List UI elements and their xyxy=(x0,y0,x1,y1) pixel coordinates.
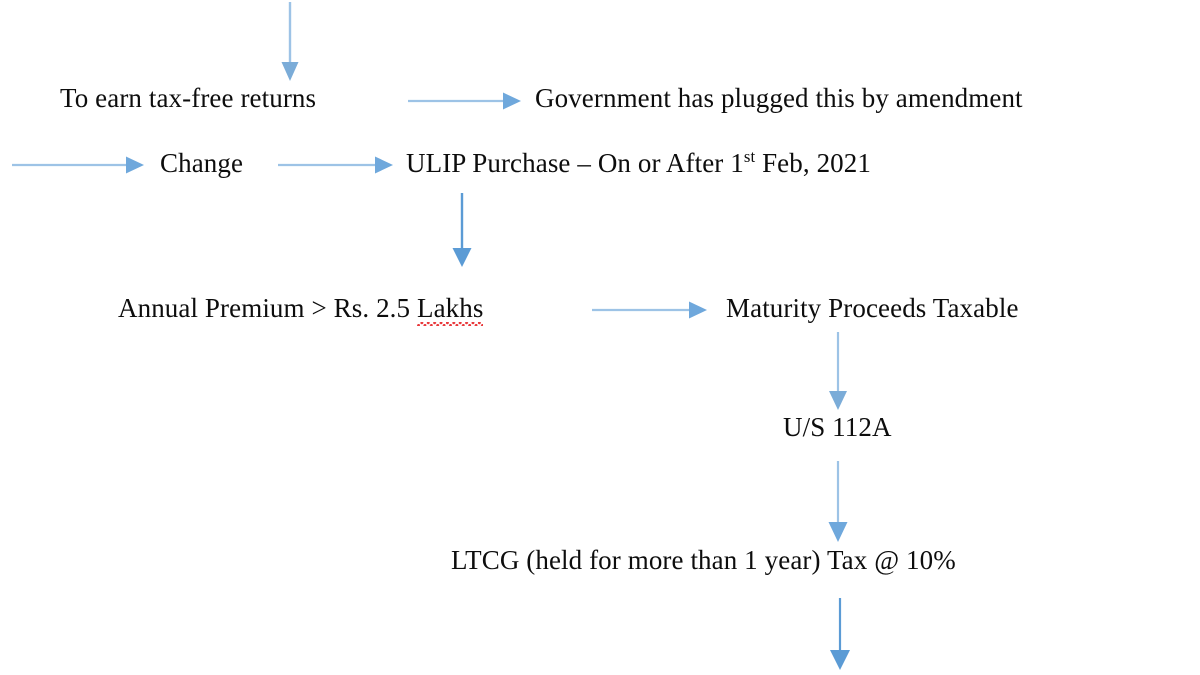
arrow-section-112a-to-ltcg xyxy=(828,461,848,542)
ulip-purchase-prefix: ULIP Purchase – On or After 1 xyxy=(406,148,744,178)
arrow-ltcg-outgoing xyxy=(830,598,850,670)
arrow-into-to-earn-tax-free-returns xyxy=(281,2,299,81)
node-maturity-proceeds-taxable: Maturity Proceeds Taxable xyxy=(726,293,1019,323)
node-government-has-plugged: Government has plugged this by amendment xyxy=(535,83,1023,113)
node-ltcg-tax: LTCG (held for more than 1 year) Tax @ 1… xyxy=(451,545,956,575)
node-change: Change xyxy=(160,148,244,178)
arrow-ulip-purchase-to-annual-premium xyxy=(452,193,472,267)
annual-premium-text: Annual Premium > Rs. 2.5 xyxy=(118,293,417,323)
ulip-purchase-suffix: Feb, 2021 xyxy=(755,148,871,178)
arrow-annual-premium-to-maturity-proceeds xyxy=(592,301,707,319)
arrow-to-earn-to-government xyxy=(408,92,521,110)
node-section-112a: U/S 112A xyxy=(783,412,892,442)
arrow-change-to-ulip-purchase xyxy=(278,156,393,174)
node-ulip-purchase-date: ULIP Purchase – On or After 1st Feb, 202… xyxy=(406,147,871,178)
node-annual-premium-threshold: Annual Premium > Rs. 2.5 Lakhs xyxy=(118,295,483,322)
ulip-purchase-ordinal-suffix: st xyxy=(743,147,756,166)
arrow-incoming-to-change xyxy=(12,156,144,174)
node-to-earn-tax-free-returns: To earn tax-free returns xyxy=(60,83,317,113)
annual-premium-misspelled-word: Lakhs xyxy=(416,293,484,323)
arrow-maturity-proceeds-to-section-112a xyxy=(829,332,847,410)
